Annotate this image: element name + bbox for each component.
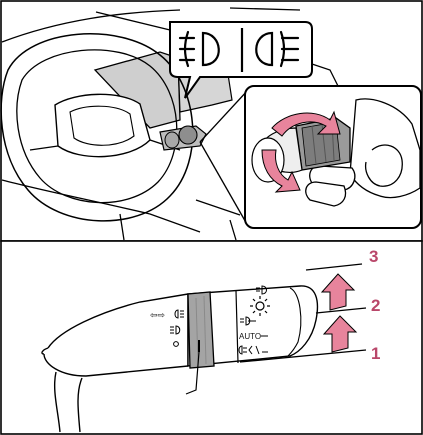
turn-signal-arrows: ⇦⇨ xyxy=(150,310,166,320)
switch-pointer-line xyxy=(185,351,200,395)
parking-light-icon xyxy=(240,316,251,326)
lever-left-symbols: ⇦⇨ xyxy=(150,309,184,347)
rear-fog-small-icon xyxy=(174,309,184,319)
fog-light-icon-callout xyxy=(169,21,313,99)
arrow-step-2 xyxy=(322,315,358,353)
top-panel xyxy=(0,0,423,242)
column-stalk xyxy=(159,125,207,151)
rotate-arrow-down xyxy=(261,149,301,193)
headlight-beam-icon xyxy=(256,285,267,295)
zoom-leader-lines xyxy=(199,89,249,227)
sun-auto-beam-icon xyxy=(250,296,270,316)
auto-high-beam-icon xyxy=(238,345,260,355)
step-number-1: 1 xyxy=(371,344,380,363)
lever-right-symbols: AUTO xyxy=(238,285,270,355)
fog-light-switch-band xyxy=(187,291,215,369)
switch-zoom-detail xyxy=(244,85,422,229)
front-fog-light-icon xyxy=(178,30,220,68)
lever-stalk xyxy=(41,293,189,433)
rotate-arrow-up xyxy=(271,110,341,137)
step-number-3: 3 xyxy=(369,247,378,266)
arrow-step-3 xyxy=(320,273,356,311)
front-fog-small-icon xyxy=(170,325,181,335)
auto-label: AUTO xyxy=(239,332,261,341)
step-guide-lines xyxy=(239,263,367,363)
rear-fog-light-icon xyxy=(255,30,300,68)
lift-arrows xyxy=(320,273,358,353)
hand-illustration xyxy=(305,98,421,207)
fog-switch-knob xyxy=(295,117,351,171)
step-number-2: 2 xyxy=(371,296,380,315)
bottom-panel: ⇦⇨ xyxy=(0,240,423,435)
dashboard-outline xyxy=(1,7,341,241)
lever-head xyxy=(187,285,319,367)
off-position-icon xyxy=(173,341,179,347)
